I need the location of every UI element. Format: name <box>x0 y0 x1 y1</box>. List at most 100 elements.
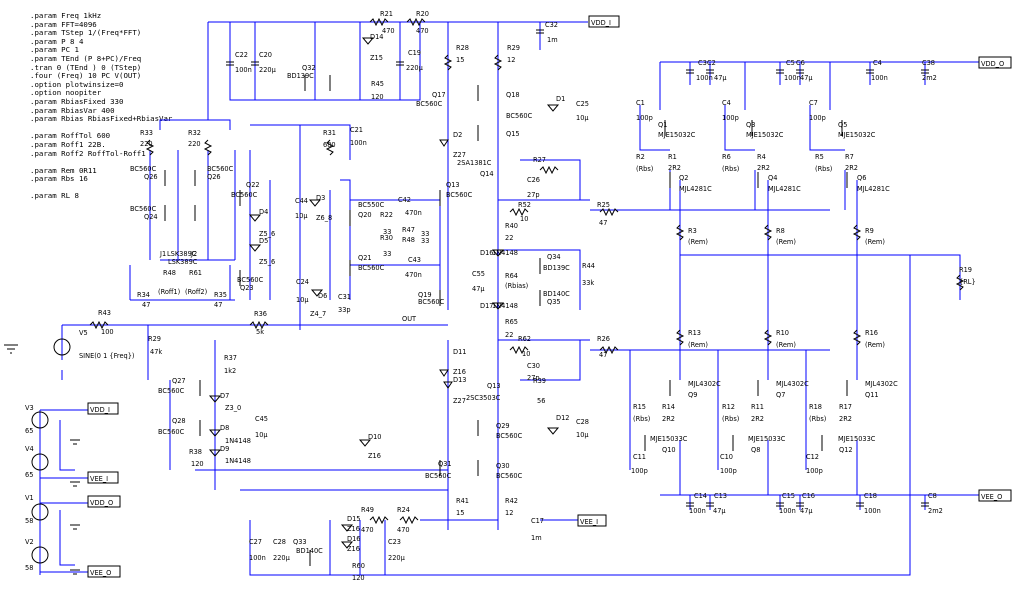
component-label: R9 <box>865 227 874 235</box>
spice-directive-line: .four (Freq) 10 PC V(OUT) <box>30 71 142 81</box>
component-label: 10µ <box>296 296 309 304</box>
component-label: BC560C <box>130 165 157 173</box>
component-label: R34 <box>137 291 150 299</box>
component-label: 1N4148 <box>225 457 251 465</box>
component-label: 27p <box>527 374 540 382</box>
component-label: R48 <box>163 269 176 277</box>
component-label: Q21 <box>358 254 372 262</box>
component-label: BC560C <box>237 276 264 284</box>
component-label: BC560C <box>231 191 258 199</box>
component-label: C17 <box>531 517 544 525</box>
spice-directive-line: .param Rbias RbiasFixed+RbiasVar <box>30 114 173 124</box>
component-label: 10 <box>520 215 528 223</box>
spice-directive-line: .param RbiasFixed 330 <box>30 96 124 106</box>
component-label: R1 <box>668 153 677 161</box>
component-label: 100p <box>636 114 653 122</box>
component-label: BD139C <box>543 264 570 272</box>
component-label: Q19 <box>418 291 432 299</box>
component-label: 2m2 <box>928 507 943 515</box>
component-label: C1 <box>636 99 645 107</box>
component-label: R44 <box>582 262 595 270</box>
component-label: R52 <box>518 201 531 209</box>
component-label: LSK389C <box>167 250 197 258</box>
component-label: Q24 <box>144 213 158 221</box>
component-label: R35 <box>214 291 227 299</box>
component-label: 47µ <box>714 74 727 82</box>
component-label: Q13 <box>487 382 501 390</box>
component-label: 220µ <box>388 554 406 562</box>
component-label: C4 <box>722 99 731 107</box>
component-label: V3 <box>25 404 34 412</box>
component-label: Q13 <box>446 181 460 189</box>
component-label: MJE15033C <box>650 435 688 443</box>
component-label: C22 <box>235 51 248 59</box>
spice-directive-line: .param P 8 4 <box>30 36 84 46</box>
component-label: 47 <box>142 301 150 309</box>
component-label: 1N4148 <box>225 437 251 445</box>
component-label: R19 <box>959 266 972 274</box>
component-label: Q28 <box>172 417 186 425</box>
component-label: 1N4148 <box>492 302 518 310</box>
component-label: 47µ <box>800 74 813 82</box>
component-label: C43 <box>408 256 421 264</box>
component-label: R36 <box>254 310 267 318</box>
component-label: 2R2 <box>751 415 764 423</box>
component-label: 10µ <box>576 114 589 122</box>
component-label: BC560C <box>207 165 234 173</box>
component-label: Q8 <box>751 446 760 454</box>
component-label: R64 <box>505 272 518 280</box>
component-label: 220µ <box>273 554 291 562</box>
spice-directive-line: .param Roff2 RoffTol-Roff1 <box>30 148 146 158</box>
component-label: Q22 <box>246 181 260 189</box>
component-label: 15 <box>456 56 464 64</box>
component-label: R48 <box>402 236 415 244</box>
component-label: 100n <box>350 139 367 147</box>
component-label: (Rem) <box>865 341 885 349</box>
component-label: 33 <box>383 228 391 236</box>
spice-directive-line: .param Freq 1kHz <box>30 11 102 20</box>
net-labels: VDD_I VDD_O VEE_O VEE_I VDD_I VEE_I VDD_… <box>87 15 1012 578</box>
component-label: V1 <box>25 494 34 502</box>
component-label: MJL4281C <box>768 185 801 193</box>
component-label: 10 <box>522 350 530 358</box>
component-label: D7 <box>220 392 229 400</box>
component-label: 2R2 <box>845 164 858 172</box>
component-label: 65 <box>25 427 33 435</box>
component-label: 220 <box>188 140 201 148</box>
component-label: R8 <box>776 227 785 235</box>
component-label: (Rbs) <box>633 415 650 423</box>
component-label: D15 <box>347 515 360 523</box>
component-label: R43 <box>98 309 111 317</box>
component-label: 33 <box>383 250 391 258</box>
component-label: C28 <box>576 418 589 426</box>
component-label: Q10 <box>662 446 676 454</box>
component-label: Z16 <box>453 368 466 376</box>
component-label: (Rem) <box>688 341 708 349</box>
component-label: Q11 <box>865 391 879 399</box>
component-label: (Rbs) <box>809 415 826 423</box>
component-label: D16 <box>347 535 360 543</box>
component-label: MJE15032C <box>658 131 696 139</box>
component-label: 100p <box>809 114 826 122</box>
component-label: R25 <box>597 201 610 209</box>
component-label: 470 <box>361 526 374 534</box>
component-label: R32 <box>188 129 201 137</box>
component-label: Q33 <box>293 538 307 546</box>
component-label: R21 <box>380 10 393 18</box>
component-label: BC560C <box>416 100 443 108</box>
component-label: Q1 <box>658 121 667 129</box>
component-label: 100p <box>722 114 739 122</box>
component-label: R16 <box>865 329 878 337</box>
component-label: R14 <box>662 403 675 411</box>
component-label: C11 <box>633 453 646 461</box>
component-label: 100n <box>864 507 881 515</box>
component-label: 470 <box>397 526 410 534</box>
component-label: MJE15033C <box>838 435 876 443</box>
component-label: Z4_7 <box>310 310 326 318</box>
net-vdd-i-source: VDD_I <box>90 406 110 414</box>
component-label: Q32 <box>302 64 316 72</box>
component-label: MJL4302C <box>865 380 898 388</box>
component-label: 1m <box>547 36 558 44</box>
component-label: C19 <box>408 49 421 57</box>
